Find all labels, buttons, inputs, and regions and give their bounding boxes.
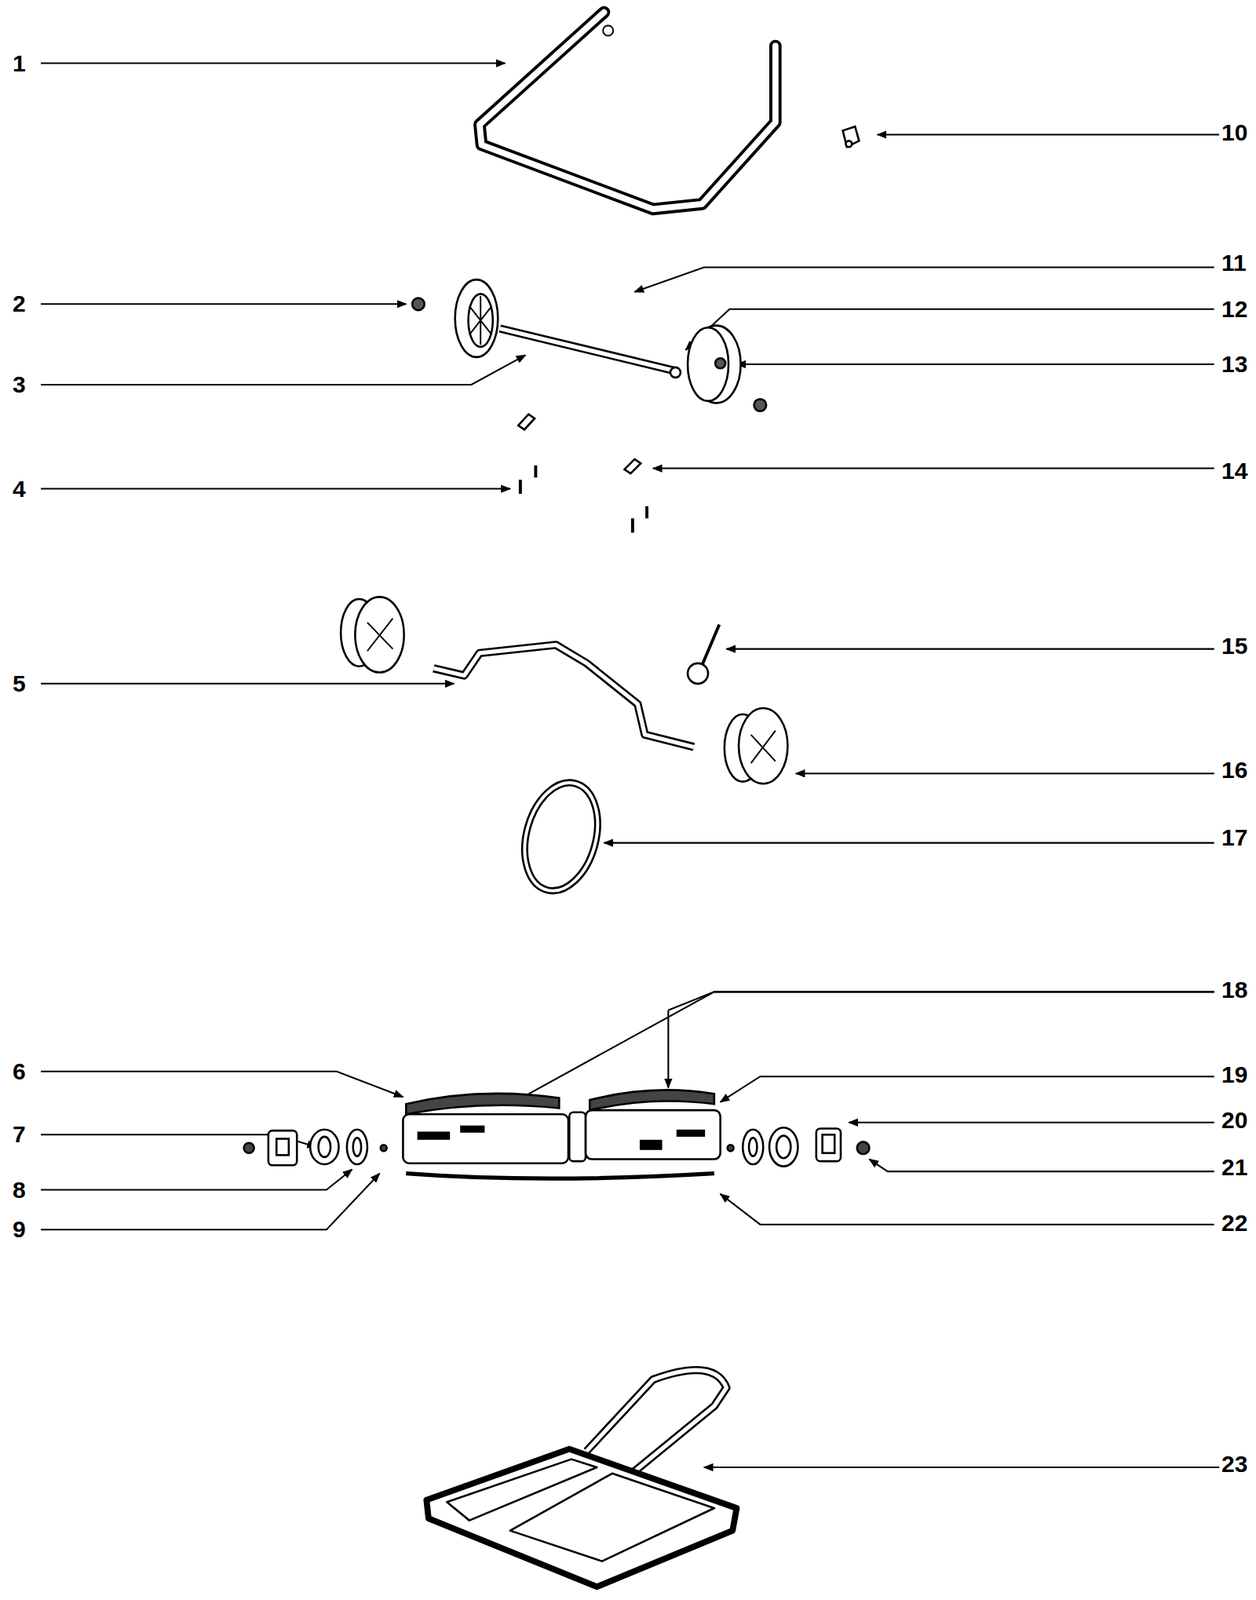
callout-number: 11 xyxy=(1221,251,1247,275)
callout-number: 17 xyxy=(1221,825,1248,850)
callout-number: 9 xyxy=(12,1217,26,1242)
callout-number: 4 xyxy=(12,477,26,501)
front-wheels-axle xyxy=(340,596,788,784)
callout-number: 2 xyxy=(12,292,26,316)
handle-frame xyxy=(479,12,776,210)
callout-number: 12 xyxy=(1221,297,1248,322)
callout-number: 5 xyxy=(12,671,26,696)
callout-number: 13 xyxy=(1221,352,1248,377)
pin xyxy=(687,624,720,683)
callout-number: 7 xyxy=(12,1122,26,1147)
callout-number: 8 xyxy=(12,1178,26,1202)
callout-number: 10 xyxy=(1221,120,1248,145)
callout-number: 23 xyxy=(1221,1452,1248,1476)
callout-number: 21 xyxy=(1221,1155,1248,1180)
clip xyxy=(843,126,860,147)
callout-number: 6 xyxy=(12,1059,26,1084)
leader-lines xyxy=(40,63,1220,1468)
callout-number: 22 xyxy=(1221,1211,1248,1235)
belt xyxy=(513,774,610,899)
callout-number: 1 xyxy=(12,51,26,76)
nozzle-tool xyxy=(426,1369,737,1587)
callout-number: 19 xyxy=(1221,1062,1248,1087)
callout-number: 16 xyxy=(1221,758,1248,782)
callout-number: 14 xyxy=(1221,459,1248,483)
callout-number: 3 xyxy=(12,372,26,397)
brushroll-assembly xyxy=(244,1089,870,1179)
callout-number: 15 xyxy=(1221,634,1248,658)
callout-number: 20 xyxy=(1221,1108,1248,1132)
rear-wheels-axle xyxy=(412,279,767,412)
callout-number: 18 xyxy=(1221,978,1248,1002)
clips-screws xyxy=(518,414,647,534)
